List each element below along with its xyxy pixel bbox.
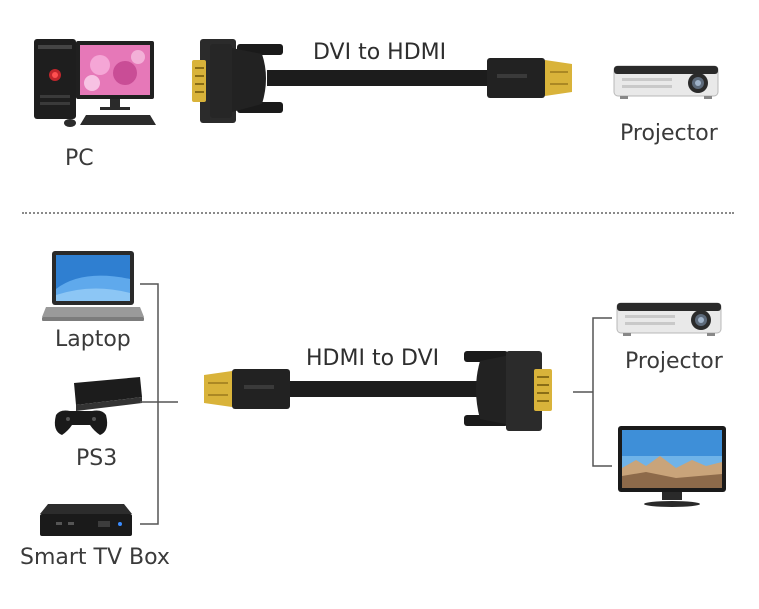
hdmi-connector-icon	[204, 369, 290, 409]
tv-box-icon	[40, 504, 132, 536]
hdmi-to-dvi-cable	[204, 351, 552, 431]
hdmi-connector-icon	[487, 58, 572, 98]
dvi-connector-icon	[464, 351, 552, 431]
section-divider	[22, 212, 734, 214]
laptop-icon	[42, 251, 144, 321]
projector-icon	[616, 302, 722, 336]
projector-label-bottom: Projector	[625, 349, 723, 374]
dvi-to-hdmi-label: DVI to HDMI	[313, 40, 447, 65]
dvi-connector-icon	[192, 39, 283, 123]
pc-label: PC	[65, 146, 94, 171]
monitor-icon	[618, 426, 726, 507]
desktop-pc-icon	[34, 39, 156, 127]
projector-icon	[613, 65, 719, 99]
ps3-console-icon	[54, 377, 142, 435]
hdmi-to-dvi-label: HDMI to DVI	[306, 346, 440, 371]
smart-tv-box-label: Smart TV Box	[20, 545, 170, 570]
ps3-label: PS3	[76, 446, 118, 471]
projector-label-top: Projector	[620, 121, 718, 146]
dvi-to-hdmi-cable	[192, 39, 572, 123]
laptop-label: Laptop	[55, 327, 131, 352]
